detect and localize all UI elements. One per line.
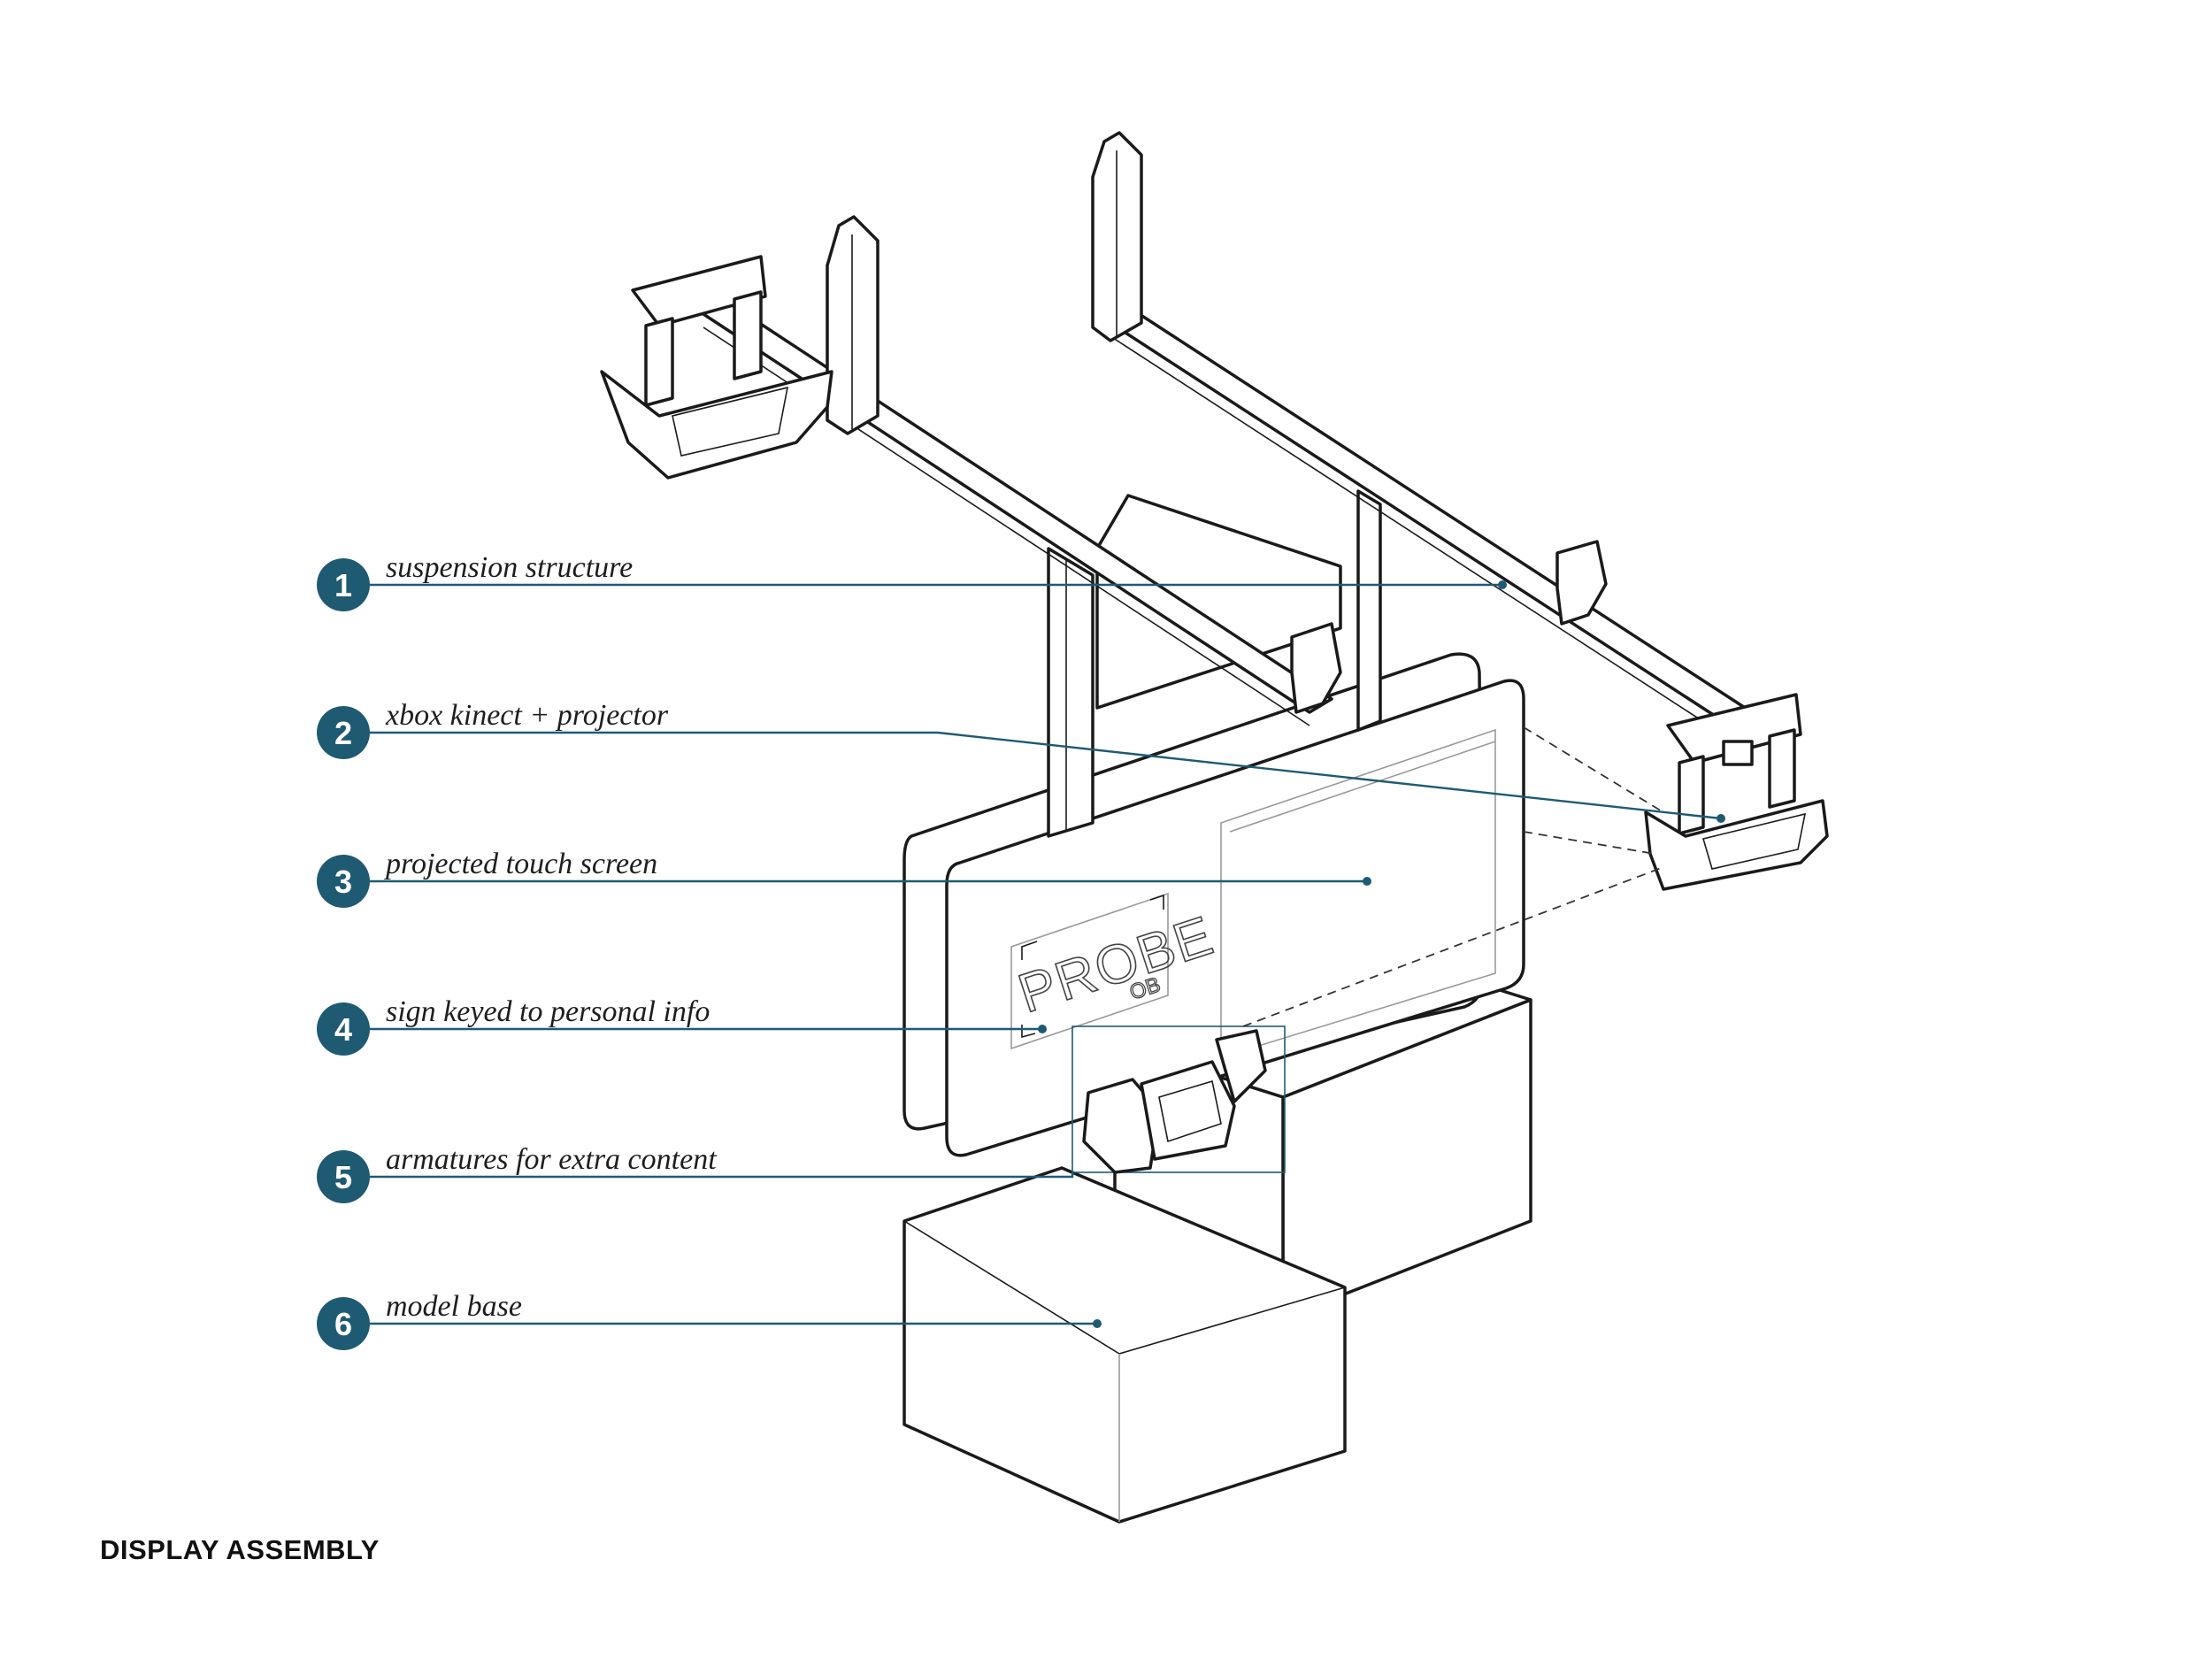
suspension-structure-drawing [600,131,1829,1027]
diagram-title: DISPLAY ASSEMBLY [100,1534,380,1565]
callout-6-number: 6 [334,1306,352,1342]
armatures-drawing [1071,1025,1286,1174]
callout-4-number: 4 [334,1011,352,1048]
callout-3-number: 3 [334,864,352,900]
callout-6: 6 model base [317,1290,522,1350]
callout-6-badge [317,1297,370,1350]
callout-5-number: 5 [334,1159,352,1195]
callout-4-label: sign keyed to personal info [386,995,710,1028]
callout-1-number: 1 [334,567,352,603]
callout-3-badge [317,855,370,908]
callout-2-label: xbox kinect + projector [385,699,669,732]
callout-5-label: armatures for extra content [386,1143,718,1176]
callout-3: 3 projected touch screen [317,848,657,908]
callout-4-badge [317,1002,370,1056]
callout-5-badge [317,1150,370,1203]
callout-4: 4 sign keyed to personal info [317,995,710,1056]
callout-3-label: projected touch screen [384,848,657,880]
callout-6-label: model base [386,1290,522,1323]
callout-1: 1 suspension structure [317,551,633,611]
callout-1-label: suspension structure [386,551,633,584]
callout-2: 2 xbox kinect + projector [317,699,669,759]
callout-2-number: 2 [334,715,352,751]
callout-5: 5 armatures for extra content [317,1143,718,1203]
touch-screen-drawing: PROBE OB [945,679,1525,1157]
leader-lines [367,580,1725,1328]
callout-2-badge [317,706,370,759]
callout-1-badge [317,558,370,611]
